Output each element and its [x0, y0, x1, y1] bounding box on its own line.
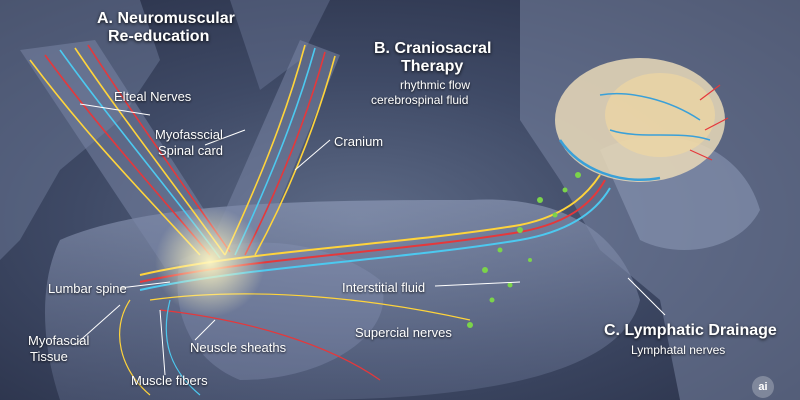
subtitle-rhythmic-flow: rhythmic flow: [400, 78, 471, 92]
label-myofascial: Myofascial: [28, 333, 90, 348]
label-supercial-nerves: Supercial nerves: [355, 325, 452, 340]
title-re-education: Re-education: [108, 28, 210, 45]
subtitle-cerebrospinal-fluid: cerebrospinal fluid: [371, 93, 469, 107]
therapist-torso-center: [230, 0, 330, 90]
title-neuromuscular: A. Neuromuscular: [97, 10, 235, 27]
title-therapy: Therapy: [401, 58, 464, 75]
label-cranium: Cranium: [334, 134, 384, 149]
title-craniosacral: B. Craniosacral: [374, 40, 492, 57]
label-interstitial-fluid: Interstitial fluid: [342, 280, 426, 295]
subtitle-lymphatal-nerves: Lymphatal nerves: [631, 343, 726, 357]
label-lumbar-spine: Lumbar spine: [48, 281, 127, 296]
treatment-glow: [155, 207, 265, 317]
right-forearm: [210, 40, 340, 250]
label-tissue: Tissue: [30, 349, 68, 364]
label-muscle-fibers: Muscle fibers: [131, 373, 208, 388]
label-spinal-card: Spinal card: [158, 143, 224, 158]
label-elteal-nerves: Elteal Nerves: [114, 89, 192, 104]
title-lymphatic-drainage: C. Lymphatic Drainage: [604, 322, 777, 339]
label-neuscle-sheaths: Neuscle sheaths: [190, 340, 287, 355]
ai-watermark-badge: ai: [752, 376, 774, 398]
leader-lines: [74, 103, 666, 376]
lymph-nodes: [467, 172, 581, 328]
left-forearm: [20, 40, 230, 268]
label-myofasscial: Myofasscial: [155, 127, 223, 142]
